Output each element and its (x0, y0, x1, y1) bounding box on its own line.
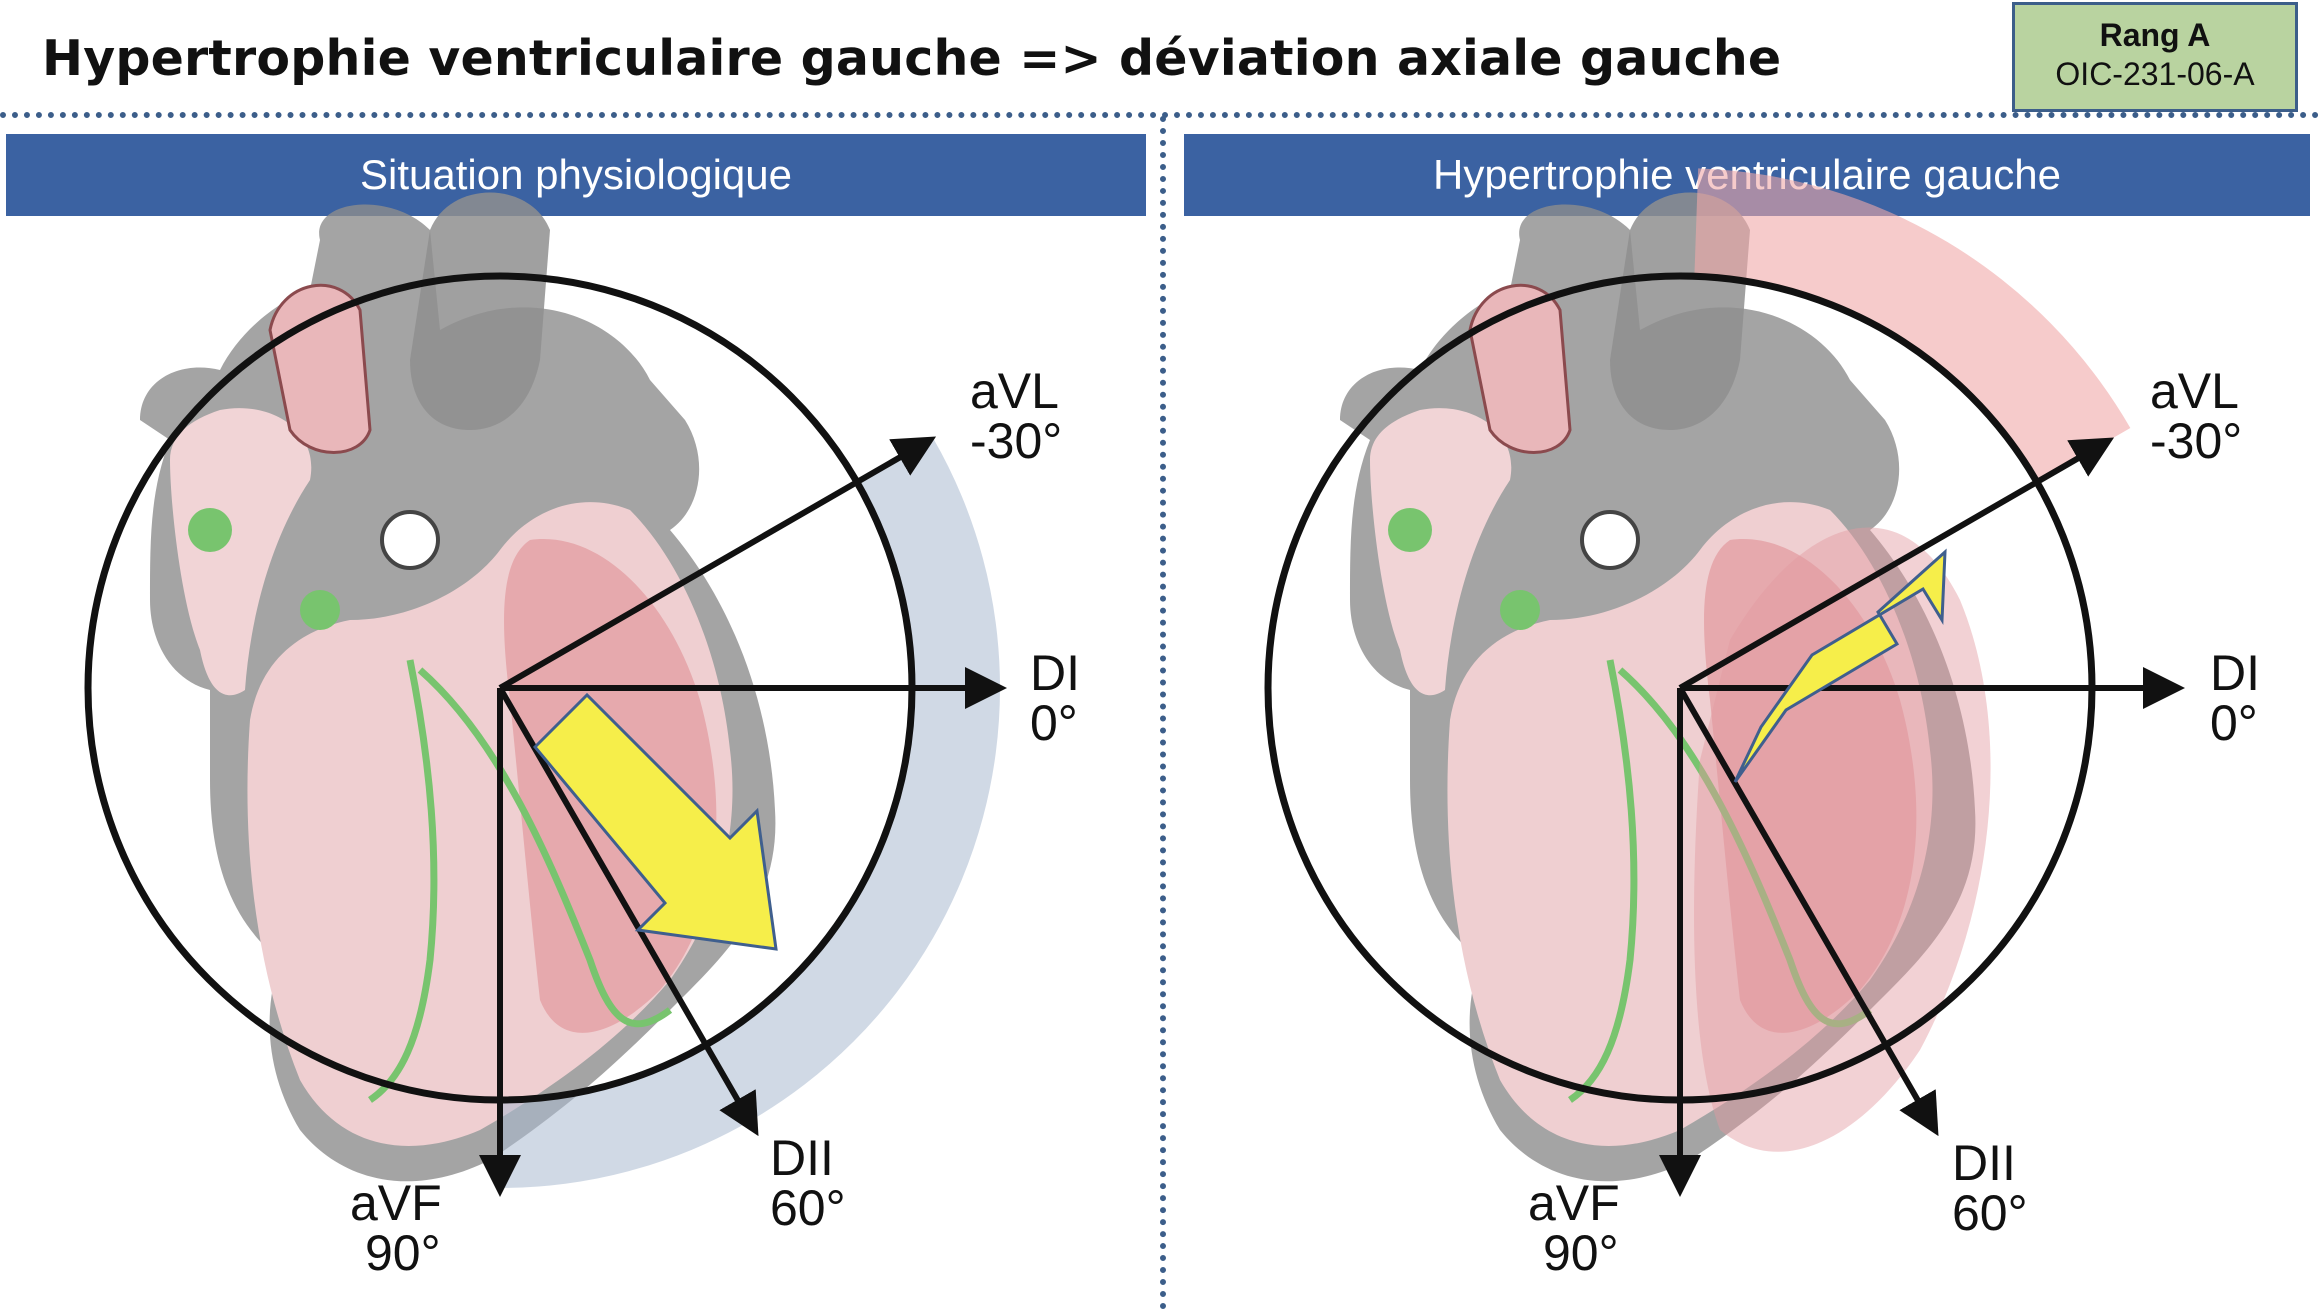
rang-badge: Rang A OIC-231-06-A (2012, 2, 2298, 112)
normal-axis-sector (500, 438, 1001, 1188)
hypertrophied-ventricle (1694, 527, 1991, 1152)
deviation-axis-sector (1694, 168, 2131, 481)
panel-divider (1160, 116, 1166, 1310)
lead-dii-axis-right (1677, 686, 1939, 1137)
page-title: Hypertrophie ventriculaire gauche => dév… (42, 30, 1782, 87)
lead-avl-axis-left (498, 436, 937, 691)
rang-badge-code: OIC-231-06-A (2055, 56, 2255, 92)
lead-dii-axis-left (497, 686, 759, 1137)
header-divider (0, 112, 2320, 118)
qrs-vector-arrow-left (532, 692, 778, 951)
panel-heading-physiological: Situation physiologique (6, 134, 1146, 216)
label-avl-right: aVL-30° (2150, 363, 2242, 469)
qrs-vector-arrow-right (1733, 548, 1947, 783)
rang-badge-level: Rang A (2099, 17, 2211, 53)
label-avl-left: aVL-30° (970, 363, 1062, 469)
lead-avl-axis-right (1678, 437, 2115, 691)
